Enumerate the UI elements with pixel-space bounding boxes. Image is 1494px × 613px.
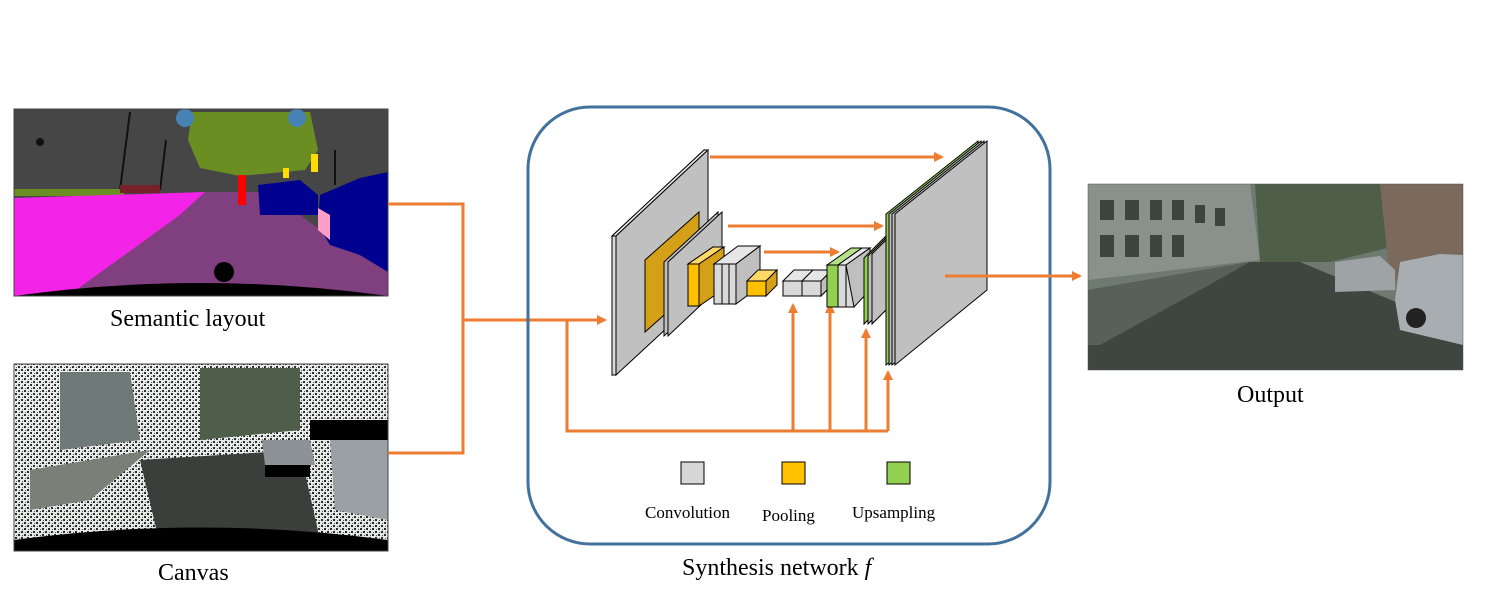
network-caption-text: Synthesis network	[682, 555, 859, 581]
network-function-symbol: f	[864, 555, 872, 581]
pool-block-3	[745, 268, 779, 298]
legend-upsampling-swatch	[886, 461, 911, 485]
input-join-line	[388, 202, 465, 455]
semantic-layout-caption: Semantic layout	[110, 306, 266, 332]
legend-upsampling-label: Upsampling	[852, 503, 936, 522]
input-connectors	[388, 202, 893, 455]
upsample-block-3	[885, 139, 988, 367]
legend-pooling-swatch	[781, 461, 806, 485]
network-caption: Synthesis network f	[682, 555, 871, 582]
semantic-layout-image	[13, 108, 389, 297]
legend-convolution-swatch	[680, 461, 705, 485]
legend-pooling-label: Pooling	[762, 506, 815, 525]
canvas-caption: Canvas	[158, 560, 229, 586]
conv-block-4	[781, 268, 834, 298]
input-distribution-line	[565, 320, 888, 433]
network-blocks	[610, 139, 988, 377]
legend	[680, 461, 911, 485]
canvas-image	[13, 363, 389, 552]
output-image	[1087, 183, 1464, 371]
skip-connections	[710, 152, 1082, 281]
legend-convolution-label: Convolution	[645, 503, 731, 522]
synthesis-network-frame	[526, 105, 1052, 546]
output-caption: Output	[1237, 382, 1304, 408]
